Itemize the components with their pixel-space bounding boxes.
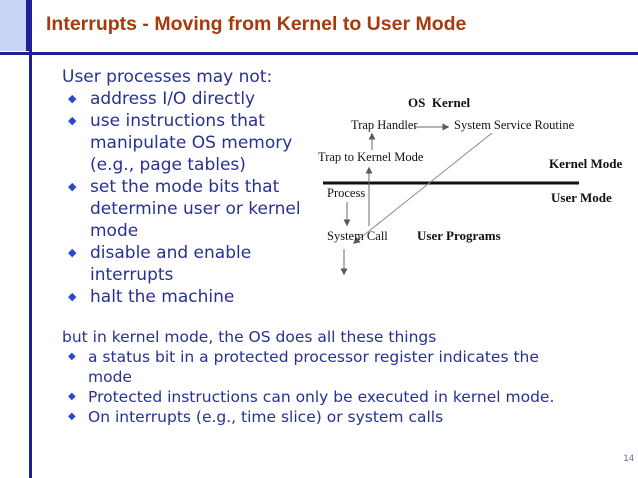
diagram-label-os-kernel: OS Kernel <box>408 95 471 110</box>
diagram-label-user-mode: User Mode <box>551 190 612 205</box>
diagram-label-user-programs: User Programs <box>417 228 501 243</box>
diagram-label-system-call: System Call <box>327 229 388 243</box>
list-item-text: a status bit in a protected processor re… <box>88 348 539 386</box>
service-routine-return-arrow <box>352 132 493 244</box>
diamond-bullet-icon: ◆ <box>68 246 77 259</box>
diamond-bullet-icon: ◆ <box>68 180 77 193</box>
list-item: ◆ On interrupts (e.g., time slice) or sy… <box>58 407 626 427</box>
list-item: ◆ a status bit in a protected processor … <box>58 347 626 387</box>
diamond-bullet-icon: ◆ <box>68 391 76 402</box>
list-item: ◆ address I/O directly <box>58 88 330 110</box>
list-item: ◆ Protected instructions can only be exe… <box>58 387 626 407</box>
diagram-lines <box>323 123 579 276</box>
list-item-text: disable and enable interrupts <box>90 243 252 285</box>
diagram-label-process: Process <box>327 186 366 200</box>
list-item-text: halt the machine <box>90 287 235 307</box>
diamond-bullet-icon: ◆ <box>68 351 76 362</box>
kernel-list-intro: but in kernel mode, the OS does all thes… <box>62 328 437 346</box>
diagram-label-kernel-mode: Kernel Mode <box>549 156 623 171</box>
slide-title: Interrupts - Moving from Kernel to User … <box>46 13 467 35</box>
page-number: 14 <box>623 453 634 464</box>
diamond-bullet-icon: ◆ <box>68 290 77 303</box>
title-underline <box>0 52 638 55</box>
list-item: ◆ use instructions that manipulate OS me… <box>58 110 330 176</box>
list-item: ◆ set the mode bits that determine user … <box>58 176 330 242</box>
diagram-label-trap-to-kernel-mode: Trap to Kernel Mode <box>318 150 424 164</box>
list-item-text: set the mode bits that determine user or… <box>90 177 301 241</box>
list-item-text: On interrupts (e.g., time slice) or syst… <box>88 408 444 426</box>
diagram-label-system-service-routine: System Service Routine <box>454 118 575 132</box>
vertical-divider-line <box>29 0 32 478</box>
diagram-label-trap-handler: Trap Handler <box>351 118 418 132</box>
list-item-text: address I/O directly <box>90 89 256 109</box>
list-item-text: Protected instructions can only be execu… <box>88 388 555 406</box>
kernel-user-mode-diagram: OS Kernel Trap Handler System Service Ro… <box>315 92 637 288</box>
list-item: ◆ disable and enable interrupts <box>58 242 330 286</box>
kernel-mode-capabilities-list: but in kernel mode, the OS does all thes… <box>58 327 626 427</box>
list-intro: User processes may not: <box>62 67 273 87</box>
corner-decoration <box>0 0 29 51</box>
diamond-bullet-icon: ◆ <box>68 92 77 105</box>
user-process-restrictions-list: User processes may not: ◆ address I/O di… <box>58 66 330 308</box>
list-item: ◆ halt the machine <box>58 286 330 308</box>
diamond-bullet-icon: ◆ <box>68 411 76 422</box>
list-item-text: use instructions that manipulate OS memo… <box>90 111 293 175</box>
diamond-bullet-icon: ◆ <box>68 114 77 127</box>
